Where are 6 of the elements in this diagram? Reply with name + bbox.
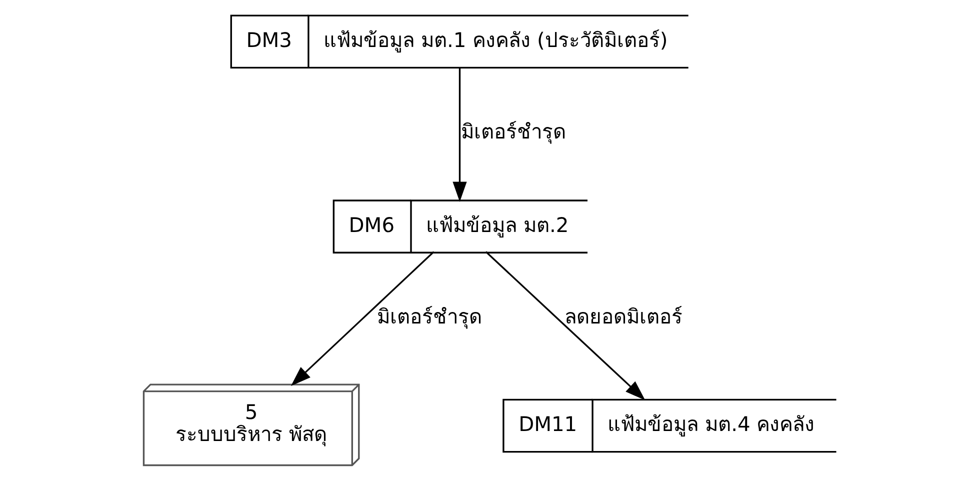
node-text: DM3 แฟ้มข้อมูล มต.1 คงคลัง (ประวัติมิเตอร์) [246,28,668,52]
edge-label: มิเตอร์ชำรุด [376,304,482,328]
edge-label: มิเตอร์ชำรุด [460,119,566,144]
node-text: DM6 แฟ้มข้อมูล มต.2 [348,212,568,237]
edge-label: ลดยอดมิเตอร์ [564,304,682,328]
node-text: DM11 แฟ้มข้อมูล มต.4 คงคลัง [518,412,814,436]
